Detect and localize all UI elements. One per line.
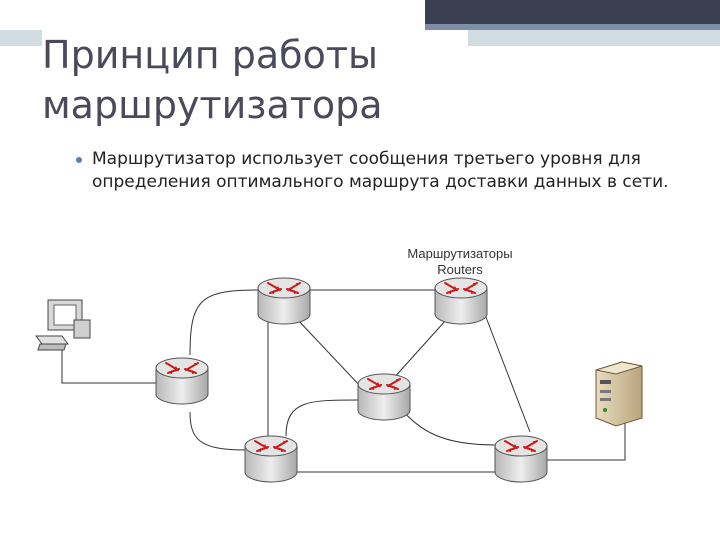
connection-lines [61,289,626,473]
link-r1-r5 [189,411,247,451]
link-r4-r6 [399,407,497,446]
slide-title: Принцип работы маршрутизатора [42,30,468,130]
router-icon [155,357,209,405]
bullet-dot-icon [76,157,82,163]
router-icon [494,435,548,483]
routers-label-en: Routers [437,262,483,277]
link-r3-r6 [483,311,531,433]
link-r5-r4 [285,399,359,437]
link-r2-r4 [295,317,363,389]
router-icon [257,277,311,325]
header-band-accent [425,24,720,30]
router-icon [434,277,488,325]
computer-icon [35,299,91,351]
router-icon [244,435,298,483]
bullet-text: Маршрутизатор использует сообщения треть… [92,149,669,192]
header-band-dark [425,0,720,24]
link-pc-r1 [61,345,157,384]
routers-label-ru: Маршрутизаторы [407,246,512,261]
bullet-item: Маршрутизатор использует сообщения треть… [76,148,676,194]
link-r6-server [546,410,626,461]
link-r3-r4 [391,319,447,381]
router-icon [357,373,411,421]
link-r1-r2 [189,289,259,356]
server-icon [595,361,643,427]
